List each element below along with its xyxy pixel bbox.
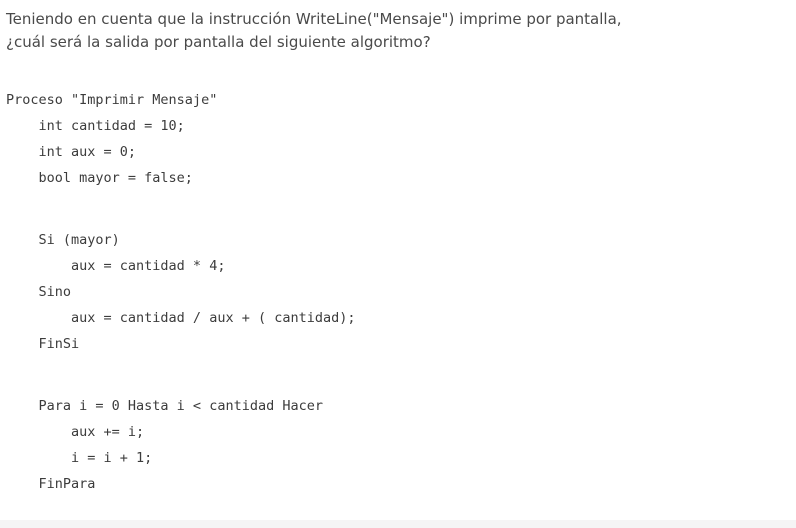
code-line-7: aux = cantidad * 4; bbox=[6, 258, 226, 274]
code-line-14: i = i + 1; bbox=[6, 450, 153, 466]
code-line-3: int aux = 0; bbox=[6, 144, 137, 160]
code-line-2: int cantidad = 10; bbox=[6, 118, 185, 134]
code-block: Proceso "Imprimir Mensaje" int cantidad … bbox=[0, 88, 796, 520]
question-line-2: ¿cuál será la salida por pantalla del si… bbox=[6, 33, 431, 51]
code-line-8: Sino bbox=[6, 284, 72, 300]
code-line-12: Para i = 0 Hasta i < cantidad Hacer bbox=[6, 398, 323, 414]
code-line-10: FinSi bbox=[6, 336, 80, 352]
code-line-1: Proceso "Imprimir Mensaje" bbox=[6, 92, 218, 108]
code-line-13: aux += i; bbox=[6, 424, 145, 440]
code-line-15: FinPara bbox=[6, 476, 96, 492]
code-line-9: aux = cantidad / aux + ( cantidad); bbox=[6, 310, 356, 326]
code-line-4: bool mayor = false; bbox=[6, 170, 193, 186]
bottom-divider bbox=[0, 520, 796, 528]
question-text: Teniendo en cuenta que la instrucción Wr… bbox=[6, 8, 792, 54]
question-line-1: Teniendo en cuenta que la instrucción Wr… bbox=[6, 10, 622, 28]
code-line-6: Si (mayor) bbox=[6, 232, 120, 248]
